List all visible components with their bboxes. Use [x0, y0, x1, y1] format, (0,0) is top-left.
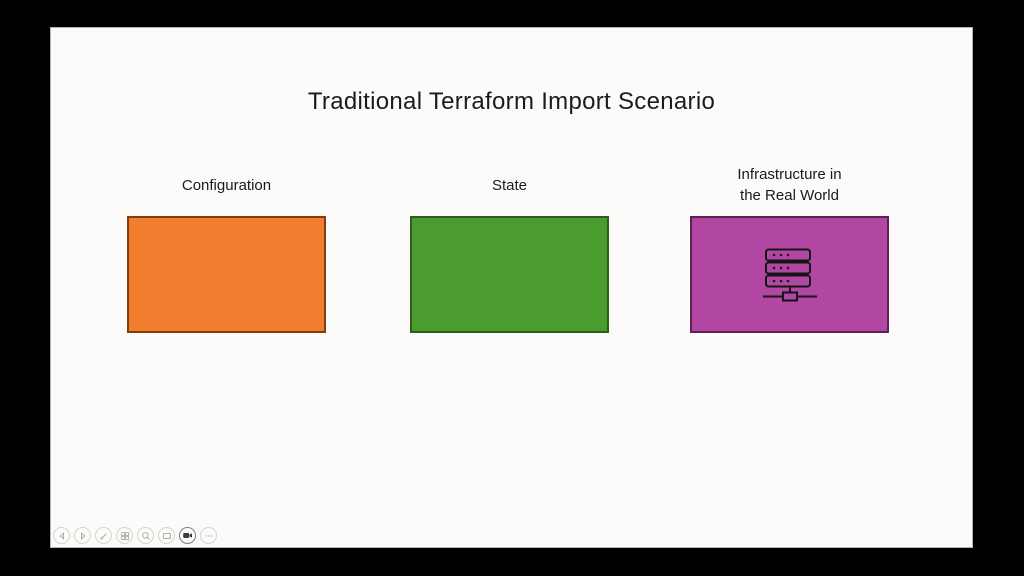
zoom-icon: [141, 531, 151, 541]
see-all-slides-icon: [120, 531, 130, 541]
presenter-toolbar: [53, 527, 217, 544]
configuration-label: Configuration: [181, 176, 272, 194]
pen-tools-icon: [99, 531, 109, 541]
infrastructure-box: [690, 216, 889, 333]
configuration-box: [127, 216, 326, 333]
captions-button[interactable]: [158, 527, 175, 544]
camera-button[interactable]: [179, 527, 196, 544]
previous-slide-icon: [57, 531, 67, 541]
slide-canvas: Traditional Terraform Import Scenario Co…: [51, 28, 972, 547]
next-slide-button[interactable]: [74, 527, 91, 544]
more-options-icon: [204, 531, 214, 541]
state-box: [410, 216, 609, 333]
zoom-button[interactable]: [137, 527, 154, 544]
captions-icon: [162, 531, 172, 541]
previous-slide-button[interactable]: [53, 527, 70, 544]
slide-title: Traditional Terraform Import Scenario: [307, 88, 716, 115]
more-options-button[interactable]: [200, 527, 217, 544]
next-slide-icon: [78, 531, 88, 541]
server-network-icon: [762, 248, 818, 302]
infrastructure-label: Infrastructure in the Real World: [737, 166, 842, 204]
pen-tools-button[interactable]: [95, 527, 112, 544]
see-all-slides-button[interactable]: [116, 527, 133, 544]
camera-icon: [182, 530, 193, 541]
state-label: State: [491, 176, 528, 194]
